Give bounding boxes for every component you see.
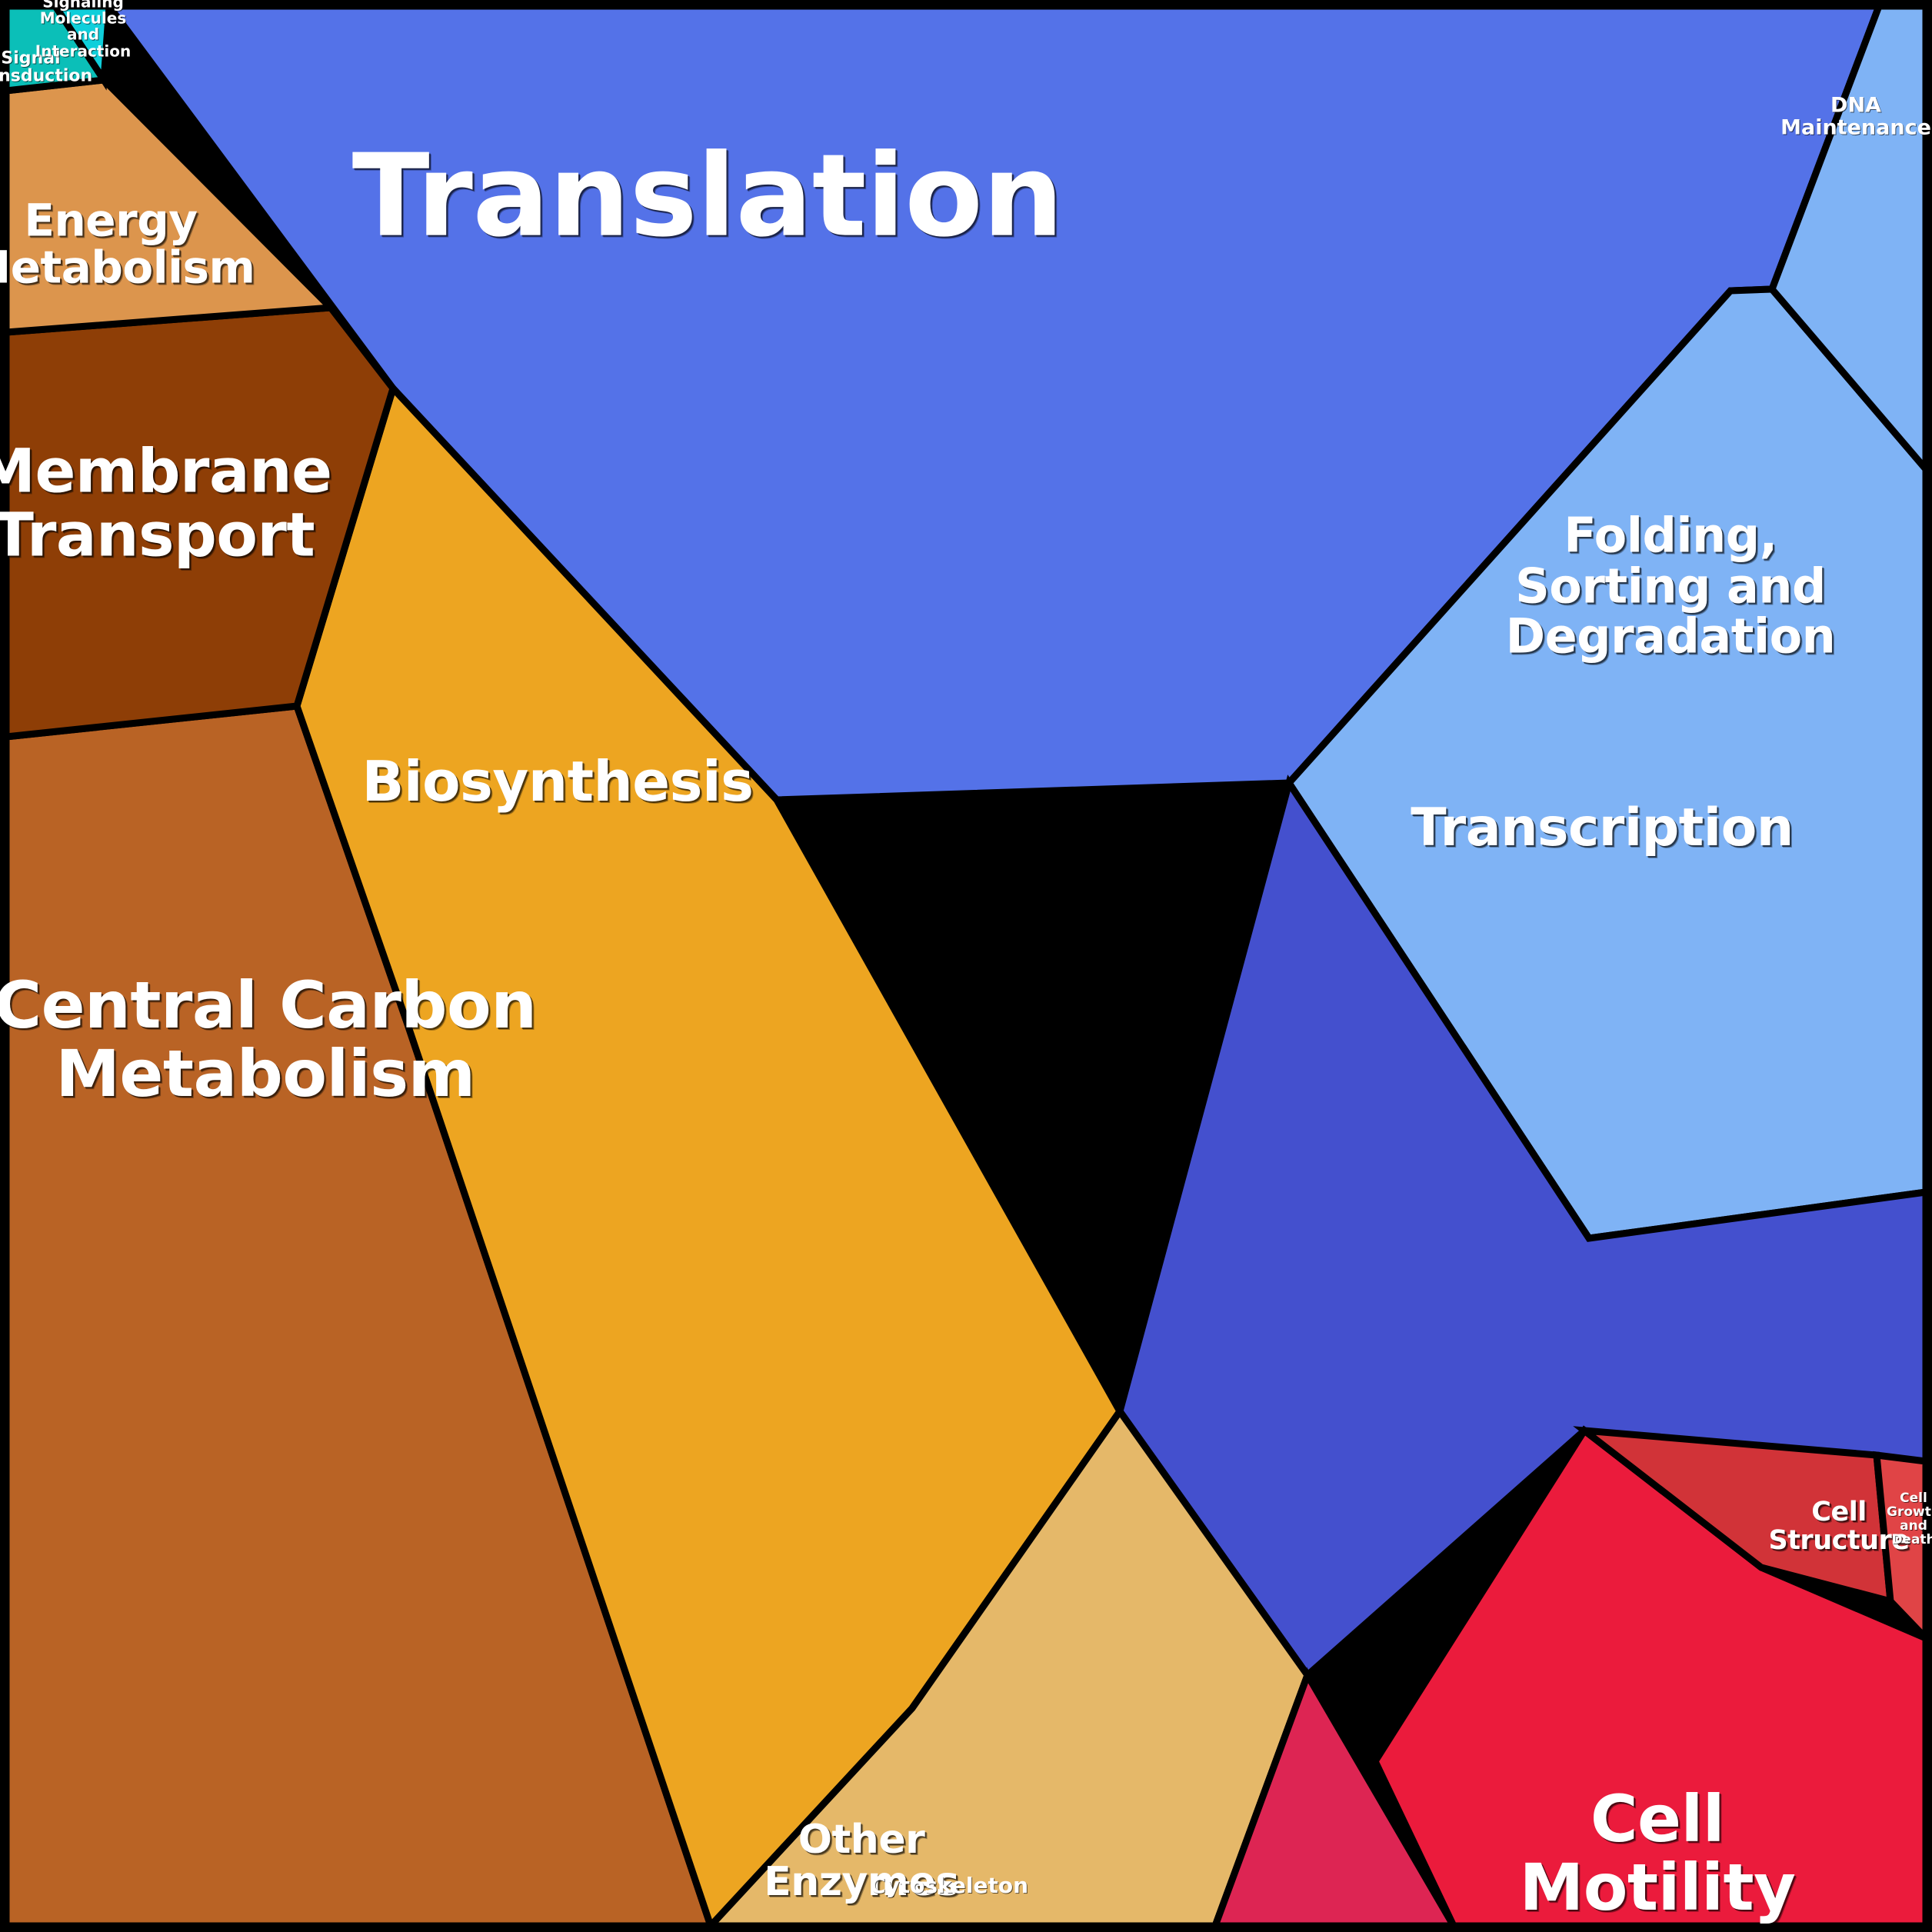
treemap-cell[interactable] [702, 1405, 1312, 1930]
treemap-cell[interactable] [1767, 2, 1930, 479]
treemap-cell[interactable] [48, 2, 113, 91]
treemap-cell[interactable] [1872, 1451, 1930, 1647]
treemap-cell[interactable] [1210, 1667, 1460, 1930]
